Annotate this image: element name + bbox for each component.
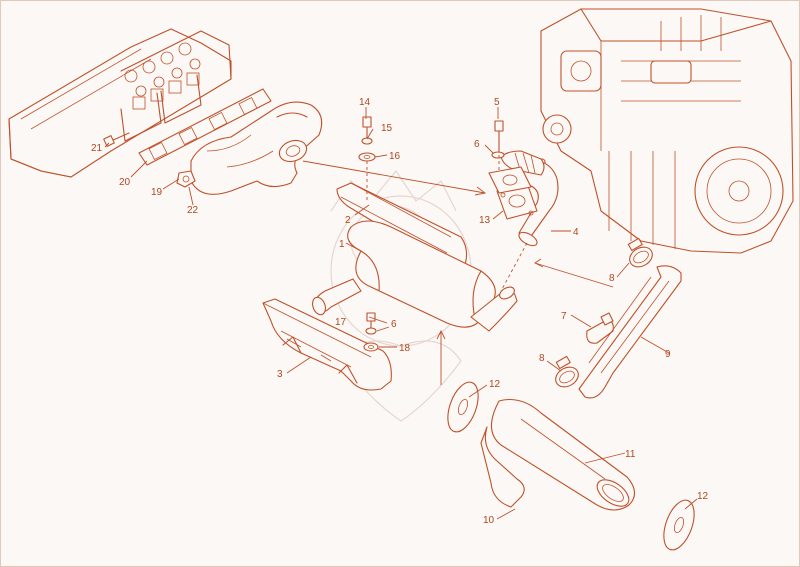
callout-1: 1 <box>339 239 345 250</box>
callout-4: 4 <box>573 227 579 238</box>
callout-3: 3 <box>277 369 283 380</box>
callout-12b: 12 <box>697 491 709 502</box>
callout-5: 5 <box>494 97 500 108</box>
callout-10: 10 <box>483 515 495 526</box>
callout-9: 9 <box>665 349 671 360</box>
tailpipe <box>490 398 636 511</box>
callout-18: 18 <box>399 343 411 354</box>
callout-15: 15 <box>381 123 393 134</box>
flange-washer <box>491 151 505 159</box>
manifold-stud <box>103 132 130 147</box>
cylinder-head <box>8 28 232 178</box>
muffler-lock-washer <box>365 327 377 335</box>
callout-20: 20 <box>119 177 131 188</box>
manifold-nut <box>176 170 196 188</box>
lower-heat-shield <box>262 298 392 391</box>
callout-21: 21 <box>91 143 103 154</box>
callout-12a: 12 <box>489 379 501 390</box>
callout-8a: 8 <box>609 273 615 284</box>
flex-pipe <box>578 265 682 399</box>
shield-bolt <box>362 116 372 142</box>
muffler-flat-washer <box>363 342 379 352</box>
muffler <box>312 220 518 332</box>
flange-plate <box>488 166 532 194</box>
callout-14: 14 <box>359 97 371 108</box>
callout-19: 19 <box>151 187 163 198</box>
callout-11: 11 <box>625 449 636 460</box>
hose-clamp-lower <box>555 355 579 388</box>
hose-clamp-upper <box>627 237 653 268</box>
callout-13: 13 <box>479 215 491 226</box>
disc-lower <box>663 499 695 551</box>
callout-17: 17 <box>335 317 347 328</box>
tailpipe-sleeve <box>480 426 525 508</box>
exhaust-elbow <box>500 150 559 247</box>
callout-7: 7 <box>561 311 567 322</box>
shield-flat-washer <box>358 152 376 162</box>
engine-block <box>514 8 794 254</box>
callout-16: 16 <box>389 151 401 162</box>
callout-6a: 6 <box>474 139 480 150</box>
callout-6b: 6 <box>391 319 397 330</box>
callout-22: 22 <box>187 205 199 216</box>
shield-lock-washer <box>361 137 373 145</box>
callout-labels: 1 2 3 4 5 6 6 7 8 8 9 10 11 12 12 13 14 … <box>91 97 709 526</box>
exhaust-manifold <box>190 101 323 195</box>
manifold-gasket <box>138 88 272 166</box>
callout-8b: 8 <box>539 353 545 364</box>
flange-bolt <box>494 120 504 152</box>
leader-lines <box>104 107 698 520</box>
pipe-bracket <box>586 312 614 344</box>
callout-2: 2 <box>345 215 351 226</box>
assembly-arrows <box>302 131 614 385</box>
disc-upper <box>447 381 479 433</box>
muffler-bolt <box>366 312 376 330</box>
